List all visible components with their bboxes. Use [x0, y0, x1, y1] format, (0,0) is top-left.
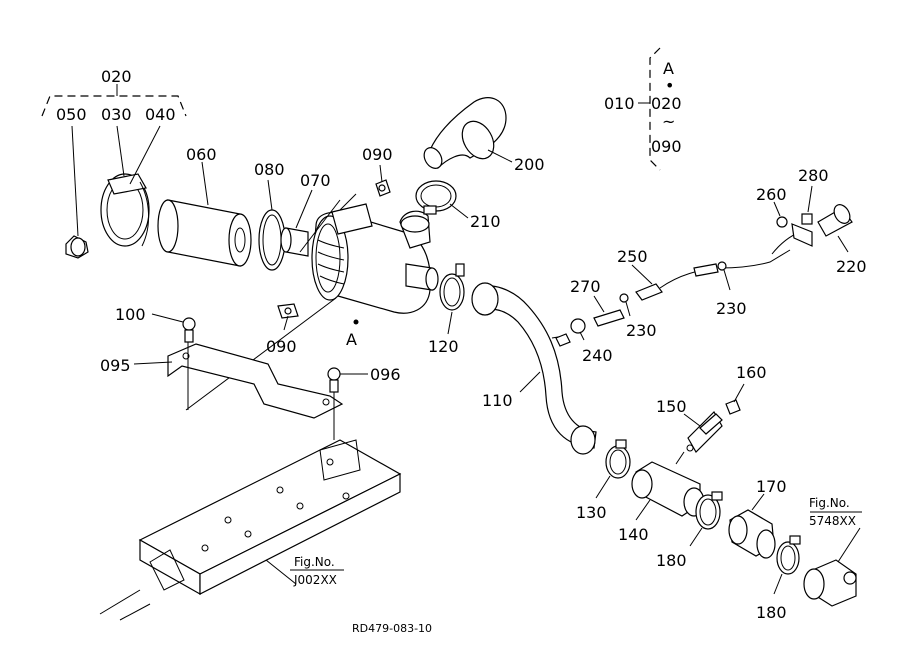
callout-240: 240 [582, 346, 613, 365]
callout-096: 096 [370, 365, 401, 384]
hose-110: 110 [471, 282, 597, 455]
gasket-080: 080 [254, 160, 286, 271]
callout-270: 270 [570, 277, 601, 296]
dust-indicator-group: 260 280 220 [756, 166, 867, 276]
bolt-160: 160 [725, 363, 767, 415]
callout-100: 100 [115, 305, 146, 324]
callout-160: 160 [736, 363, 767, 382]
clamp-band-040 [129, 125, 161, 247]
callout-070: 070 [300, 171, 331, 190]
group-bracket-020: 020 050 030 040 [41, 67, 187, 124]
callout-210: 210 [470, 212, 501, 231]
evacuator-valve-050 [65, 125, 89, 259]
air-cleaner-body: A [185, 193, 439, 411]
callout-020: 020 [101, 67, 132, 86]
callout-080: 080 [254, 160, 285, 179]
point-label-a: A [346, 330, 357, 349]
mounting-bracket-090-upper: 090 [362, 145, 393, 197]
hose-170: 170 [728, 477, 787, 559]
legend-parent-010: 010 [604, 94, 635, 113]
callout-030: 030 [101, 105, 132, 124]
callout-040: 040 [145, 105, 176, 124]
callout-230-left: 230 [626, 321, 657, 340]
legend-tilde: ~ [662, 112, 675, 131]
fig-ref-j002xx-label: Fig.No. [294, 555, 335, 569]
callout-280: 280 [798, 166, 829, 185]
callout-130: 130 [576, 503, 607, 522]
mounting-bracket-090-lower: 090 [266, 303, 299, 356]
callout-120: 120 [428, 337, 459, 356]
callout-090-lower: 090 [266, 337, 297, 356]
bolt-100: 100 [115, 305, 196, 343]
filter-element-060: 060 [157, 145, 252, 267]
callout-250: 250 [617, 247, 648, 266]
callout-140: 140 [618, 525, 649, 544]
fig-ref-5748xx-value: 5748XX [809, 514, 856, 528]
callout-200: 200 [514, 155, 545, 174]
hose-clamp-180-upper: 180 [656, 491, 723, 570]
callout-180-lower: 180 [756, 603, 787, 622]
legend-dot: • [665, 76, 674, 95]
callout-230-right: 230 [716, 299, 747, 318]
callout-060: 060 [186, 145, 217, 164]
drawing-code: RD479-083-10 [352, 622, 432, 635]
hose-clamp-130: 130 [576, 439, 631, 522]
hose-200: 200 [423, 97, 545, 174]
bolt-096: 096 [187, 342, 401, 440]
legend-start: 020 [651, 94, 682, 113]
callout-260: 260 [756, 185, 787, 204]
hose-clamp-120: 120 [428, 263, 465, 356]
sensor-bracket-150: 150 [656, 397, 723, 465]
callout-110: 110 [482, 391, 513, 410]
indicator-line: 250 270 230 230 240 [555, 247, 791, 365]
stay-095: 095 [100, 343, 344, 419]
hose-clamp-180-lower: 180 [756, 535, 801, 622]
callout-095: 095 [100, 356, 131, 375]
fig-ref-5748xx-label: Fig.No. [809, 496, 850, 510]
assembly-legend: 010 A • 020 ~ 090 [604, 47, 682, 171]
legend-letter: A [663, 59, 674, 78]
inner-element-070: 070 [280, 171, 331, 257]
hose-clamp-210: 210 [415, 180, 501, 231]
callout-150: 150 [656, 397, 687, 416]
turbo-connection-5748xx: Fig.No. 5748XX [803, 496, 862, 607]
callout-180-upper: 180 [656, 551, 687, 570]
cover-030 [100, 125, 150, 247]
callout-050: 050 [56, 105, 87, 124]
frame-j002xx: Fig.No. J002XX [99, 439, 402, 621]
callout-090-upper: 090 [362, 145, 393, 164]
callout-170: 170 [756, 477, 787, 496]
pipe-140: 140 [618, 461, 705, 544]
legend-end: 090 [651, 137, 682, 156]
fig-ref-j002xx-value: J002XX [293, 573, 337, 587]
callout-220: 220 [836, 257, 867, 276]
